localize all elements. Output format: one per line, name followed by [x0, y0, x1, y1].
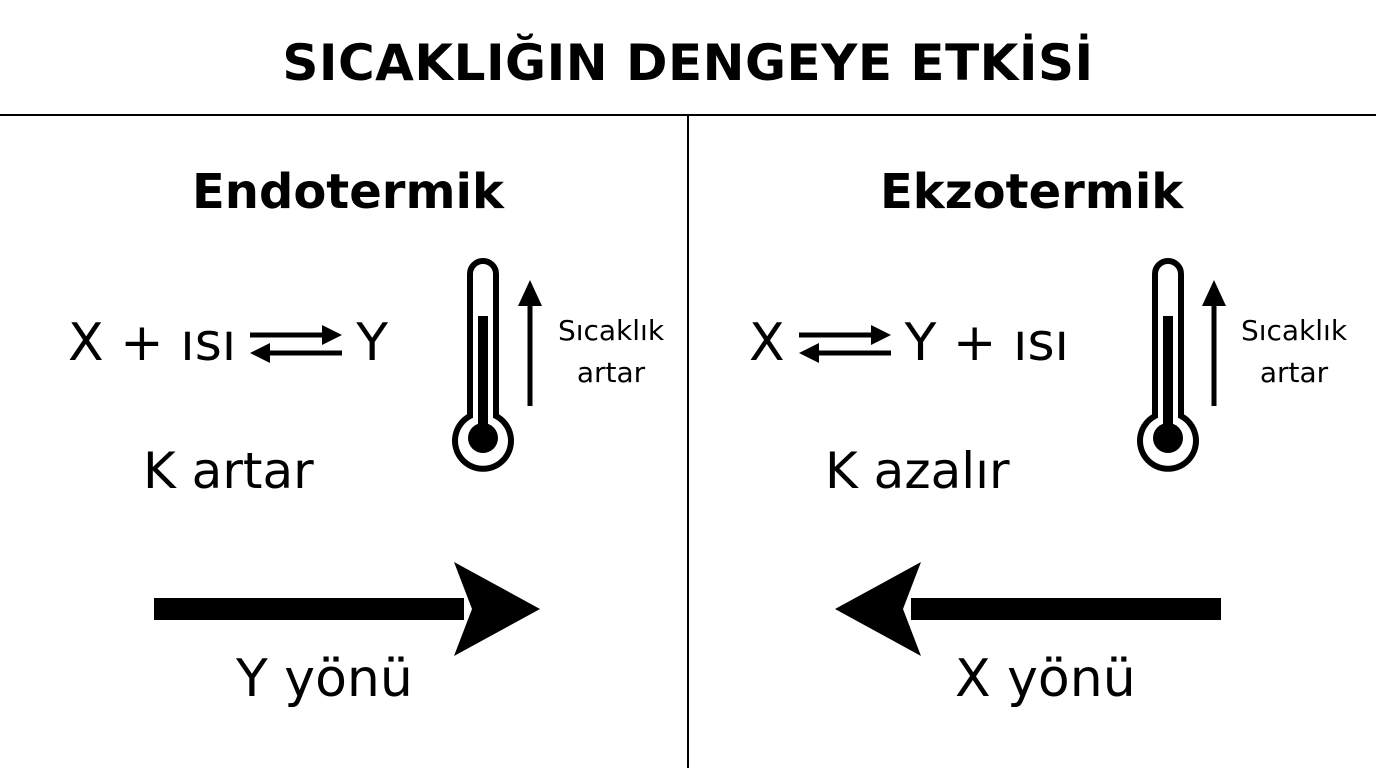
thermometer-icon — [1137, 258, 1199, 472]
k-result: K artar — [143, 442, 314, 500]
temperature-label: Sıcaklık artar — [546, 310, 676, 394]
panel-heading: Endotermik — [192, 164, 504, 220]
exothermic-panel: Ekzotermik X Y + ısı K azalır Sıcaklık a… — [689, 116, 1376, 768]
temperature-label-line: artar — [1259, 356, 1329, 389]
equation-right-side: Y + ısı — [904, 313, 1070, 373]
reaction-equation: X Y + ısı — [749, 308, 1069, 378]
temperature-label-line: Sıcaklık — [557, 314, 665, 347]
left-arrow-icon — [835, 562, 1221, 656]
k-result: K azalır — [825, 442, 1010, 500]
temperature-label: Sıcaklık artar — [1229, 310, 1359, 394]
equation-left-side: X — [749, 313, 785, 373]
right-arrow-icon — [154, 562, 540, 656]
page-title: SICAKLIĞIN DENGEYE ETKİSİ — [282, 34, 1094, 92]
panel-heading: Ekzotermik — [880, 164, 1184, 220]
up-arrow-icon — [518, 280, 542, 406]
panel-divider — [687, 115, 689, 768]
equation-left-side: X + ısı — [68, 313, 237, 373]
thermometer-icon — [452, 258, 514, 472]
equilibrium-arrows-icon — [798, 325, 891, 363]
equation-right-side: Y — [356, 313, 389, 373]
reaction-equation: X + ısı Y — [68, 308, 388, 378]
up-arrow-icon — [1202, 280, 1226, 406]
direction-label: X yönü — [955, 649, 1136, 709]
direction-label: Y yönü — [236, 649, 413, 709]
temperature-label-line: Sıcaklık — [1240, 314, 1348, 347]
equilibrium-arrows-icon — [250, 325, 343, 363]
temperature-label-line: artar — [576, 356, 646, 389]
endothermic-panel: Endotermik X + ısı Y K artar Sıcaklık ar… — [0, 116, 687, 768]
